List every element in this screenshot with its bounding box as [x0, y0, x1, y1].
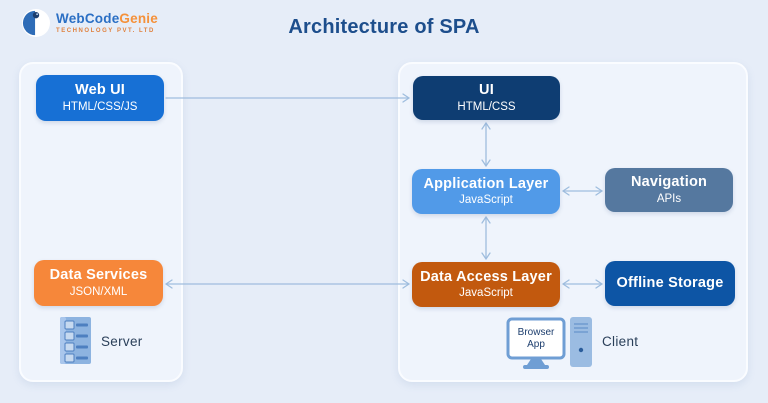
brand-name: WebCodeGenie: [56, 10, 158, 27]
navigation-box: Navigation APIs: [605, 168, 733, 212]
data-access-layer-title: Data Access Layer: [420, 268, 552, 285]
data-services-title: Data Services: [49, 267, 148, 284]
navigation-title: Navigation: [630, 174, 708, 191]
data-services-subtitle: JSON/XML: [69, 285, 128, 298]
offline-storage-title: Offline Storage: [616, 275, 724, 292]
web-ui-subtitle: HTML/CSS/JS: [62, 100, 138, 113]
client-tower-icon: [570, 317, 592, 367]
server-label: Server: [101, 334, 143, 349]
page-title: Architecture of SPA: [288, 16, 480, 38]
web-ui-box: Web UI HTML/CSS/JS: [36, 75, 164, 121]
application-layer-subtitle: JavaScript: [459, 194, 513, 207]
arrow-webui-to-ui: [165, 93, 410, 103]
server-rack-icon: [60, 317, 91, 364]
web-ui-title: Web UI: [74, 82, 126, 99]
offline-storage-box: Offline Storage: [605, 261, 735, 306]
ui-title: UI: [479, 82, 494, 99]
webcodegenie-logo-icon: [22, 9, 50, 37]
brand-webcode: WebCode: [56, 10, 120, 26]
logo-text: WebCodeGenie TECHNOLOGY PVT. LTD: [56, 10, 158, 35]
monitor-text-line2: App: [527, 339, 545, 350]
arrow-dataservices-dal: [165, 279, 410, 289]
brand-genie: Genie: [119, 10, 158, 26]
application-layer-title: Application Layer: [423, 175, 549, 192]
monitor-text-line1: Browser: [518, 327, 555, 338]
client-label: Client: [602, 334, 639, 349]
ui-box: UI HTML/CSS: [413, 76, 560, 120]
brand-tagline: TECHNOLOGY PVT. LTD: [56, 28, 155, 35]
data-services-box: Data Services JSON/XML: [34, 260, 163, 306]
navigation-subtitle: APIs: [656, 192, 682, 205]
logo: WebCodeGenie TECHNOLOGY PVT. LTD: [22, 9, 158, 37]
data-access-layer-subtitle: JavaScript: [459, 287, 513, 300]
ui-subtitle: HTML/CSS: [457, 100, 516, 113]
data-access-layer-box: Data Access Layer JavaScript: [412, 262, 560, 307]
browser-app-monitor-icon: Browser App: [506, 317, 566, 369]
application-layer-box: Application Layer JavaScript: [412, 169, 560, 214]
